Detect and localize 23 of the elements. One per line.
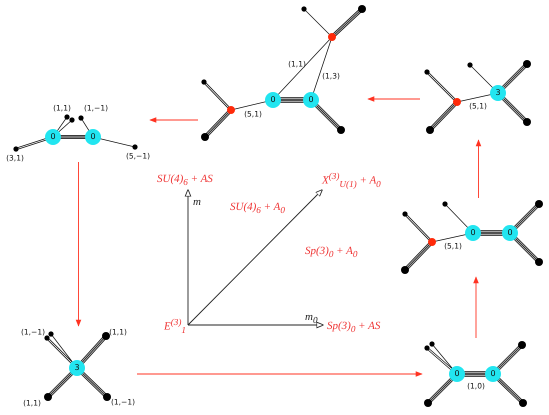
vertex-number: 0 [50, 133, 56, 141]
region-label: SU(4)$_{6}$ + AS [157, 174, 213, 188]
vertex-number: 0 [490, 370, 496, 378]
arrow [76, 162, 82, 327]
region-label: Sp(3)$_{0}$ + A$_{0}$ [305, 246, 358, 260]
arrow [149, 117, 198, 123]
arrow [476, 139, 482, 198]
axis-label: m [193, 197, 201, 208]
vertex-number: 3 [74, 364, 80, 372]
vertex-number: 0 [308, 96, 314, 104]
vertex-number: 0 [507, 229, 513, 237]
vertex-number: 3 [495, 89, 501, 97]
arrow [473, 276, 479, 338]
arrow [367, 96, 420, 102]
vertex-number: 0 [454, 370, 460, 378]
vertex-number: 0 [470, 229, 476, 237]
arrow [136, 371, 423, 377]
vertex-number: 0 [90, 133, 96, 141]
region-label: X$^{(3)}$$_{U(1)}$ + A$_{0}$ [322, 172, 381, 190]
axis-label: m$_{0}$ [305, 312, 318, 326]
region-label: SU(4)$_{6}$ + A$_{0}$ [230, 202, 285, 216]
region-label: Sp(3)$_{0}$ + AS [327, 321, 380, 334]
vertex-number: 0 [270, 96, 276, 104]
